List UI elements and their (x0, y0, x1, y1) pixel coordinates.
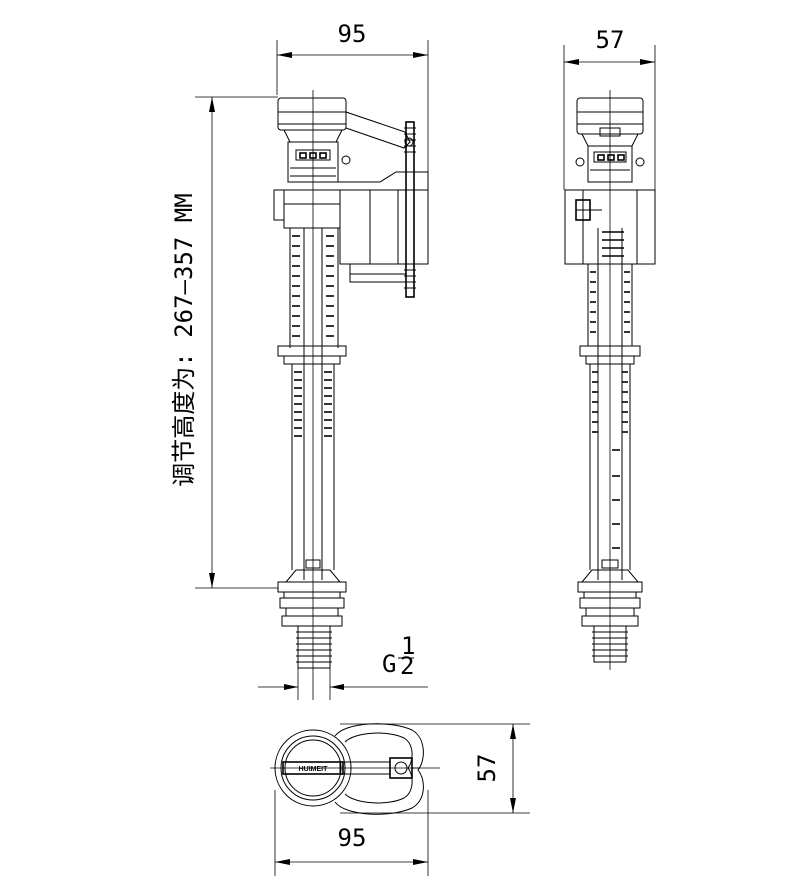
height-dimension: 调节高度为: 267–357 MM (170, 96, 278, 589)
front-width-dimension: 95 (276, 20, 429, 185)
top-height-dimension: 57 (340, 723, 530, 814)
side-shank-threads (592, 631, 628, 657)
thread-numerator: 1 (401, 632, 415, 660)
front-view (273, 90, 429, 700)
brand-logo-text: HUIMEIT (299, 766, 329, 773)
upper-ribs-left (292, 235, 300, 337)
front-width-value: 95 (338, 20, 367, 48)
side-width-value: 57 (596, 26, 625, 54)
thread-denominator: 2 (400, 652, 414, 680)
side-lower-ribs (592, 371, 628, 433)
scale-marks (602, 231, 624, 257)
side-upper-ribs (590, 271, 630, 333)
top-width-dimension: 95 (274, 790, 429, 876)
side-view (564, 90, 656, 670)
side-width-dimension: 57 (563, 26, 656, 190)
thread-label: G (382, 650, 396, 678)
top-view-width-value: 95 (338, 824, 367, 852)
upper-ribs-right (326, 235, 334, 337)
shank-threads (296, 631, 332, 663)
thread-dimension: G 1 2 (258, 632, 428, 700)
top-view: HUIMEIT (270, 723, 440, 815)
top-view-height-value: 57 (473, 754, 501, 783)
side-tube-ticks (612, 449, 620, 549)
lower-ribs (294, 371, 332, 437)
adjust-height-label: 调节高度为: 267–357 MM (170, 193, 198, 486)
